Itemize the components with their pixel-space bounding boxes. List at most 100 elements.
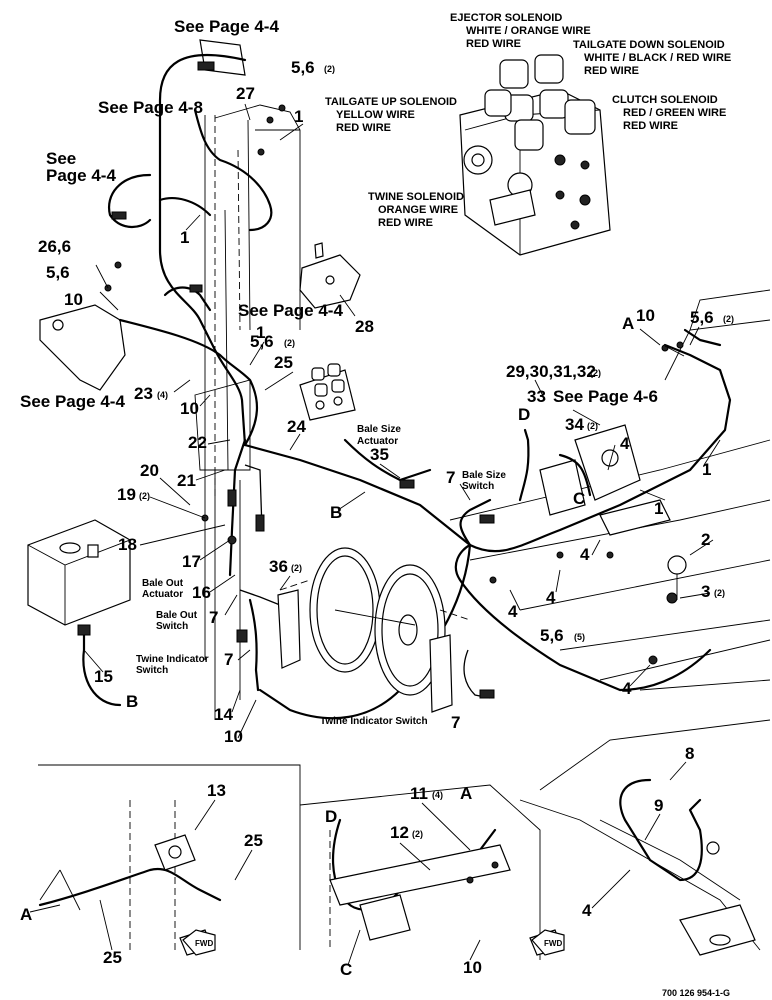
callout-27: 27	[236, 84, 255, 103]
twine-solenoid-label: TWINE SOLENOID	[368, 191, 464, 203]
bale-out-actuator-caption2: Actuator	[142, 589, 183, 600]
valve-block	[459, 54, 611, 256]
labels: EJECTOR SOLENOID WHITE / ORANGE WIRE RED…	[20, 12, 734, 998]
qty-34: (2)	[587, 421, 598, 431]
frame-outlines	[39, 104, 771, 720]
fwd-arrow-left: FWD	[182, 929, 216, 956]
inset-2	[299, 784, 563, 960]
qty-23: (4)	[157, 390, 168, 400]
callout-7-c: 7	[224, 650, 233, 669]
callout-20: 20	[140, 461, 159, 480]
ref-page-4-6: See Page 4-6	[553, 387, 658, 406]
ref-page-4-4-left: See Page 4-4	[20, 392, 125, 411]
small-valve-block	[299, 363, 356, 421]
tailgate-up-label: TAILGATE UP SOLENOID	[325, 96, 457, 108]
ref-page-4-8: See Page 4-8	[98, 98, 203, 117]
bale-size-actuator-caption: Bale Size	[357, 424, 401, 435]
callout-3: 3	[701, 582, 710, 601]
tailgate-up-wire: YELLOW WIRE	[336, 109, 415, 121]
qty-top: (2)	[324, 64, 335, 74]
callout-24: 24	[287, 417, 306, 436]
bale-size-actuator-caption2: Actuator	[357, 436, 398, 447]
ejector-solenoid-label: EJECTOR SOLENOID	[450, 12, 562, 24]
twine-indicator-switch-left-caption2: Switch	[136, 665, 168, 676]
fwd-label-right: FWD	[544, 939, 562, 948]
callout-10-right: 10	[636, 306, 655, 325]
callout-18: 18	[118, 535, 137, 554]
letter-d: D	[518, 405, 530, 424]
callout-1-a: 1	[294, 107, 303, 126]
callout-5-6-left: 5,6	[46, 263, 70, 282]
inset1-callout-25a: 25	[244, 831, 263, 850]
callout-15: 15	[94, 667, 113, 686]
ejector-solenoid-wire2: RED WIRE	[466, 38, 521, 50]
inset1-callout-25b: 25	[103, 948, 122, 967]
qty-36: (2)	[291, 563, 302, 573]
inset-3	[519, 719, 771, 956]
callout-5-6-top: 5,6	[291, 58, 315, 77]
letter-b-mid: B	[330, 503, 342, 522]
twine-solenoid-wire: ORANGE WIRE	[378, 204, 458, 216]
callout-14: 14	[214, 705, 233, 724]
twine-indicator-switch-bottom-caption: Twine Indicator Switch	[320, 716, 428, 727]
inset3-callout-9: 9	[654, 796, 663, 815]
callout-29-32: 29,30,31,32	[506, 362, 596, 381]
callout-26-6: 26,6	[38, 237, 71, 256]
callout-16: 16	[192, 583, 211, 602]
clutch-solenoid-wire2: RED WIRE	[623, 120, 678, 132]
inset2-callout-12: 12	[390, 823, 409, 842]
callout-2: 2	[701, 530, 710, 549]
callout-1-d: 1	[702, 460, 711, 479]
ejector-solenoid-wire: WHITE / ORANGE WIRE	[466, 25, 591, 37]
ref-page-4-4-short: Page 4-4	[46, 166, 116, 185]
letter-c: C	[573, 489, 585, 508]
ref-page-4-4-top: See Page 4-4	[174, 17, 279, 36]
clutch-solenoid-label: CLUTCH SOLENOID	[612, 94, 718, 106]
twine-solenoid-wire2: RED WIRE	[378, 217, 433, 229]
callout-19: 19	[117, 485, 136, 504]
callout-4-a: 4	[620, 434, 630, 453]
callout-5-6-bottom: 5,6	[540, 626, 564, 645]
inset1-callout-13: 13	[207, 781, 226, 800]
tank	[27, 519, 131, 626]
leader-lines	[29, 103, 721, 966]
qty-3: (2)	[714, 588, 725, 598]
callout-36: 36	[269, 557, 288, 576]
callout-10-mid: 10	[180, 399, 199, 418]
inset2-callout-11: 11	[410, 784, 428, 803]
callout-34: 34	[565, 415, 584, 434]
tailgate-up-wire2: RED WIRE	[336, 122, 391, 134]
inset3-callout-4: 4	[582, 901, 592, 920]
callout-10-left: 10	[64, 290, 83, 309]
fwd-label-left: FWD	[195, 939, 213, 948]
bale-size-switch-caption: Bale Size	[462, 470, 506, 481]
callout-4-e: 4	[622, 679, 632, 698]
callout-21: 21	[177, 471, 196, 490]
inset-1	[38, 764, 301, 956]
clutch-solenoid-wire: RED / GREEN WIRE	[623, 107, 726, 119]
callout-7-a: 7	[209, 608, 218, 627]
fwd-arrow-right: FWD	[531, 929, 565, 956]
inset2-letter-a: A	[460, 784, 472, 803]
bale-out-switch-caption2: Switch	[156, 621, 188, 632]
qty-right: (2)	[723, 314, 734, 324]
callout-10-b: 10	[224, 727, 243, 746]
callout-17: 17	[182, 552, 201, 571]
qty-5: (5)	[574, 632, 585, 642]
inset1-letter-a: A	[20, 905, 32, 924]
callout-4-b: 4	[580, 545, 590, 564]
inset2-letter-c: C	[340, 960, 352, 979]
callout-5-6-right: 5,6	[690, 308, 714, 327]
inset3-callout-8: 8	[685, 744, 694, 763]
callout-28: 28	[355, 317, 374, 336]
bale-size-switch-caption2: Switch	[462, 481, 494, 492]
drawing-number: 700 126 954-1-G	[662, 988, 730, 998]
bale-out-actuator-caption: Bale Out	[142, 578, 184, 589]
bale-out-switch-caption: Bale Out	[156, 610, 198, 621]
letter-a-top: A	[622, 314, 634, 333]
ref-page-4-4-mid: See Page 4-4	[238, 301, 343, 320]
tailgate-down-label: TAILGATE DOWN SOLENOID	[573, 39, 725, 51]
callout-22: 22	[188, 433, 207, 452]
callout-5-6-mid: 5,6	[250, 332, 274, 351]
inset2-callout-10: 10	[463, 958, 482, 977]
